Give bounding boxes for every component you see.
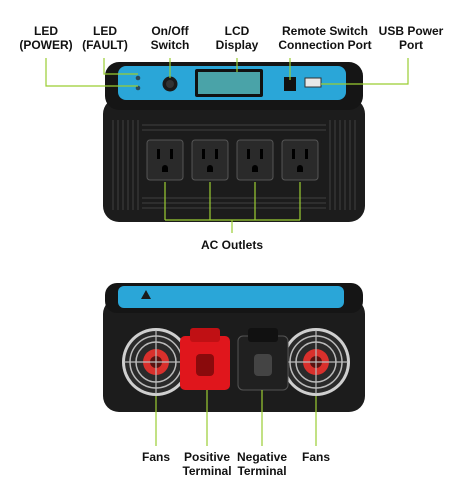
- ac-outlet: [191, 139, 229, 181]
- ac-outlet: [281, 139, 319, 181]
- label-led-power: LED (POWER): [19, 24, 73, 52]
- label-onoff-switch: On/Off Switch: [150, 24, 190, 52]
- negative-terminal-block: [237, 328, 289, 391]
- label-fans-left: Fans: [141, 450, 170, 464]
- back-callout-lines: [155, 390, 317, 446]
- label-lcd-display: LCD Display: [215, 24, 259, 52]
- label-usb-power-port: USB Power Port: [378, 24, 444, 52]
- right-fan: [282, 328, 350, 396]
- label-led-fault: LED (FAULT): [82, 24, 128, 52]
- remote-switch-port-socket: [284, 77, 296, 91]
- usb-port-socket: [304, 77, 322, 88]
- positive-terminal-block: [180, 328, 230, 390]
- back-view-inverter: [103, 283, 365, 412]
- front-view-inverter: [103, 62, 365, 222]
- label-remote-switch-port: Remote Switch Connection Port: [278, 24, 372, 52]
- ac-outlet: [146, 139, 184, 181]
- warning-triangle-icon: [141, 290, 151, 299]
- label-ac-outlets: AC Outlets: [200, 238, 263, 252]
- label-negative-terminal: Negative Terminal: [236, 450, 288, 478]
- ac-outlet: [236, 139, 274, 181]
- led-fault-indicator: [135, 85, 141, 91]
- back-warning-panel: [118, 286, 344, 308]
- left-fan: [122, 328, 190, 396]
- led-power-indicator: [135, 75, 141, 81]
- label-fans-right: Fans: [301, 450, 330, 464]
- front-vent-grille: [112, 120, 356, 210]
- front-callout-lines: [45, 58, 409, 233]
- label-positive-terminal: Positive Terminal: [182, 450, 232, 478]
